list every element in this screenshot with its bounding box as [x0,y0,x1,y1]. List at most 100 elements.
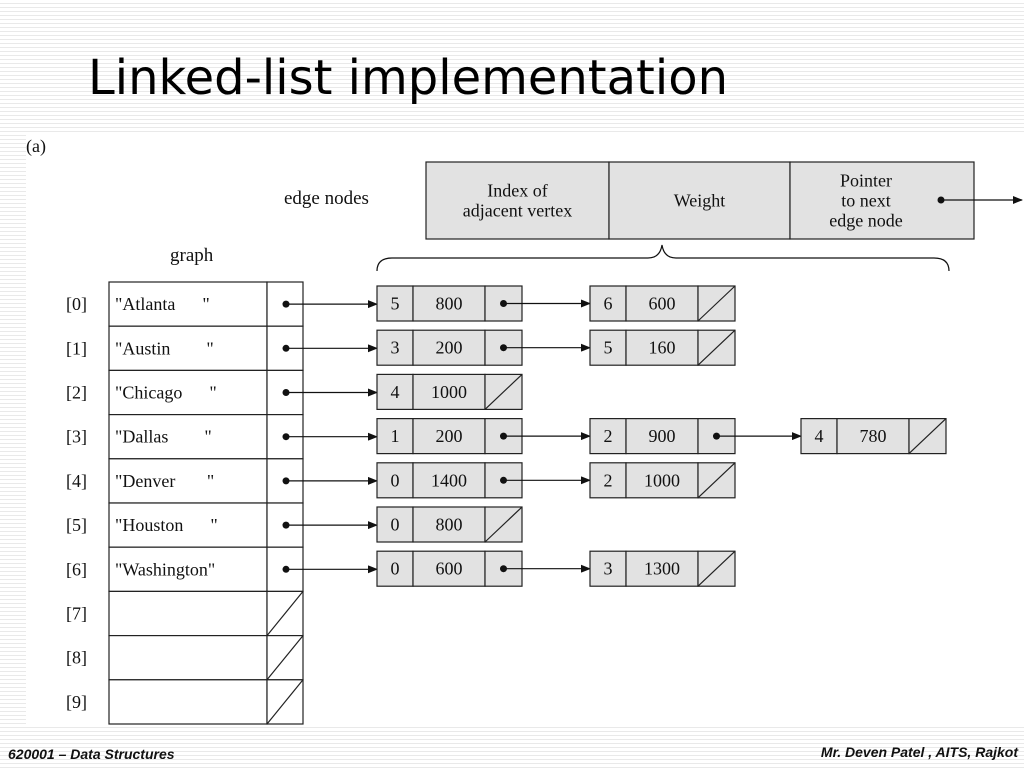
edge-5-0-vertex-cell [376,506,414,543]
edge-3-1-vertex: 2 [604,426,613,446]
vertex-name-cell-1 [108,325,268,372]
vertex-name-1: "Austin " [115,338,214,358]
edge-1-0-pointer-dot [500,344,507,352]
vertex-name-3: "Dallas " [115,427,212,447]
vertex-name-5: "Houston " [115,515,218,535]
vertex-null-slash-9 [266,679,304,725]
vertex-name-0: "Atlanta " [115,294,210,314]
edge-6-1-vertex: 3 [604,559,613,579]
edge-6-0-weight-cell [412,550,486,587]
vertex-index-0: [0] [66,294,87,314]
edge-3-0-vertex: 1 [391,426,400,446]
legend-field-1-line-2: adjacent vertex [463,201,572,221]
edge-0-0-weight: 800 [436,294,463,314]
author-footer: Mr. Deven Patel , AITS, Rajkot [820,744,1018,760]
vertex-name-4: "Denver " [115,471,214,491]
edge-1-1-null-slash [697,329,736,366]
part-label: (a) [26,136,46,157]
vertex-null-slash-7 [266,591,304,636]
course-footer: 620001 – Data Structures [8,746,175,762]
edge-4-0-vertex: 0 [391,470,400,490]
edge-4-1-weight-cell [625,462,699,499]
vertex-index-2: [2] [66,383,87,403]
legend-field-3-line-3: edge node [829,211,902,231]
graph-label: graph [170,245,214,266]
edge-1-1-weight: 160 [649,338,676,358]
edge-6-0-vertex: 0 [391,559,400,579]
legend-field-3-line-1: Pointer [840,171,892,191]
vertex-pointer-dot-3 [282,433,290,441]
edge-0-1-vertex-cell [589,285,627,322]
edge-3-2-vertex: 4 [815,426,824,446]
edge-6-1-weight: 1300 [644,559,680,579]
legend-field-2-line-1: Weight [674,191,726,211]
legend-brace [376,244,950,272]
vertex-pointer-dot-0 [282,300,290,308]
edge-3-1-weight: 900 [649,426,676,446]
legend-field-3-line-2: to next [841,191,891,211]
vertex-pointer-dot-6 [282,565,290,573]
edge-4-0-pointer-dot [500,476,507,484]
vertex-pointer-dot-5 [282,521,290,529]
vertex-pointer-dot-2 [282,389,290,396]
edge-2-0-weight-cell [412,373,486,410]
edge-1-0-weight-cell [412,329,486,366]
edge-1-0-vertex: 3 [391,338,400,358]
edge-3-0-pointer-dot [500,432,507,440]
vertex-name-cell-9 [108,679,268,725]
vertex-index-1: [1] [66,338,87,358]
edge-4-1-weight: 1000 [644,470,680,490]
vertex-name-6: "Washington" [115,559,215,579]
edge-1-1-vertex: 5 [604,338,613,358]
vertex-index-6: [6] [66,559,87,579]
edge-4-1-null-slash [697,462,736,499]
edge-2-0-vertex: 4 [391,382,400,402]
edge-0-0-vertex-cell [376,285,414,322]
edge-3-2-vertex-cell [800,418,838,455]
edge-6-0-vertex-cell [376,550,414,587]
edge-2-0-weight: 1000 [431,382,467,402]
edge-0-1-null-slash [697,285,736,322]
edge-6-0-pointer-dot [500,565,507,573]
legend-pointer-dot [937,196,945,204]
vertex-index-8: [8] [66,648,87,668]
edge-1-0-vertex-cell [376,329,414,366]
edge-4-0-weight: 1400 [431,470,467,490]
edge-4-0-vertex-cell [376,462,414,499]
edge-3-2-weight: 780 [860,426,887,446]
legend-field-1-line-1: Index of [487,181,547,201]
vertex-name-cell-7 [108,590,268,637]
edge-5-0-weight-cell [412,506,486,543]
vertex-index-3: [3] [66,427,87,447]
vertex-index-4: [4] [66,471,87,491]
vertex-null-slash-8 [266,635,304,681]
vertex-index-9: [9] [66,692,87,712]
edge-nodes-label: edge nodes [284,188,369,209]
edge-2-0-null-slash [484,373,523,410]
edge-3-2-null-slash [908,418,947,455]
vertex-name-cell-3 [108,414,268,460]
edge-5-0-weight: 800 [436,515,463,535]
edge-6-0-weight: 600 [436,559,463,579]
edge-1-1-vertex-cell [589,329,627,366]
legend-field-1 [425,161,610,240]
edge-0-1-vertex: 6 [604,294,613,314]
vertex-array: [0]"Atlanta "[1]"Austin "[2]"Chicago "[3… [66,281,304,725]
edge-3-0-weight-cell [412,418,486,455]
vertex-index-5: [5] [66,515,87,535]
vertex-index-7: [7] [66,604,87,624]
edge-0-1-weight: 600 [649,294,676,314]
vertex-name-cell-8 [108,634,268,681]
edge-5-0-vertex: 0 [391,515,400,535]
vertex-pointer-dot-1 [282,344,290,352]
edge-3-0-weight: 200 [436,426,463,446]
edge-4-1-vertex: 2 [604,470,613,490]
legend-field-2 [608,161,791,240]
edge-5-0-null-slash [484,506,523,543]
vertex-name-cell-5 [108,502,268,548]
vertex-pointer-dot-4 [282,477,290,485]
